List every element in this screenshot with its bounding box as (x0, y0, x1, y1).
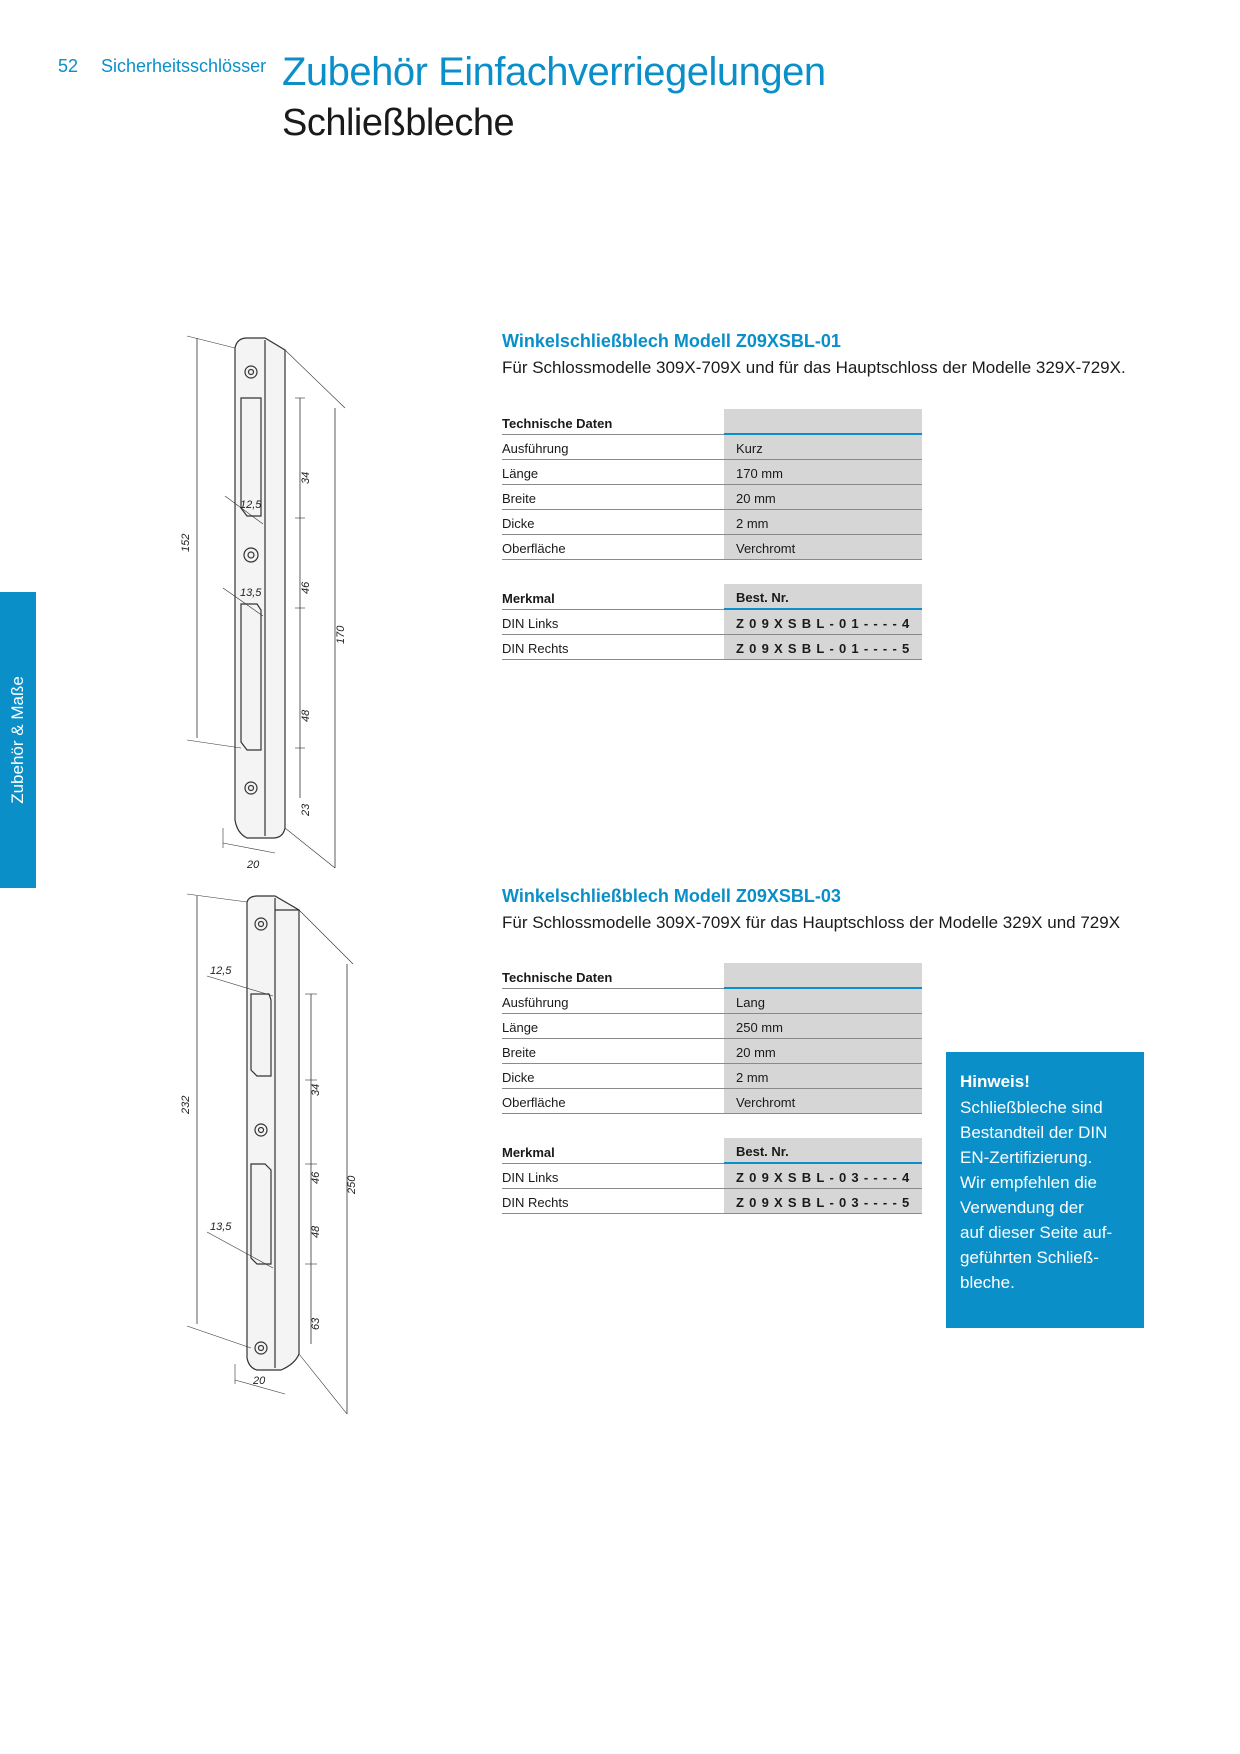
dim-h: 170 (335, 625, 347, 644)
page-number: 52 (58, 56, 79, 76)
product-title: Winkelschließblech Modell Z09XSBL-01 (502, 331, 841, 351)
page-title: Zubehör Einfachverriegelungen (282, 50, 826, 94)
dim-f: 48 (310, 1225, 322, 1238)
dim-f: 48 (300, 709, 312, 722)
section-name: Sicherheitsschlösser (101, 56, 267, 76)
side-tab[interactable]: Zubehör & Maße (0, 592, 36, 888)
table-header-label: Technische Daten (502, 963, 724, 989)
dim-a: 152 (180, 534, 192, 552)
strike-plate-short-svg: 152 12,5 13,5 34 46 48 23 170 20 (180, 335, 347, 871)
dim-w: 20 (246, 859, 260, 871)
strike-plate-drawing-short: 152 12,5 13,5 34 46 48 23 170 20 (180, 328, 365, 871)
dim-e: 46 (300, 581, 312, 594)
dim-b: 12,5 (210, 965, 232, 977)
table-header-row: Technische Daten (502, 409, 922, 435)
order-number: Z09XSBL-03----5 (724, 1188, 922, 1214)
strike-plate-drawing-long: 232 12,5 13,5 34 46 48 63 250 20 (180, 884, 365, 1424)
dim-c: 13,5 (240, 587, 262, 599)
strike-plate-long-svg: 232 12,5 13,5 34 46 48 63 250 20 (180, 893, 358, 1415)
dim-g: 23 (300, 803, 312, 817)
note-body: Schließbleche sind Bestandteil der DIN E… (960, 1098, 1113, 1292)
product-section-1: Winkelschließblech Modell Z09XSBL-01 Für… (502, 331, 1126, 378)
product-description: Für Schlossmodelle 309X-709X für das Hau… (502, 913, 1121, 932)
dim-a: 232 (180, 1096, 192, 1115)
dim-g: 63 (310, 1317, 322, 1330)
product-description: Für Schlossmodelle 309X-709X und für das… (502, 358, 1126, 377)
order-number: Z09XSBL-03----4 (724, 1163, 922, 1189)
side-tab-label: Zubehör & Maße (8, 676, 27, 804)
dim-b: 12,5 (240, 499, 262, 511)
table-header-label: Technische Daten (502, 409, 724, 435)
note-box: Hinweis! Schließbleche sind Bestandteil … (946, 1052, 1144, 1328)
dim-c: 13,5 (210, 1221, 232, 1233)
product-section-2: Winkelschließblech Modell Z09XSBL-03 Für… (502, 886, 1121, 933)
product-title: Winkelschließblech Modell Z09XSBL-03 (502, 886, 841, 906)
dim-h: 250 (346, 1175, 358, 1195)
table-header-row: Technische Daten (502, 963, 922, 989)
table-header-row: Merkmal Best. Nr. (502, 584, 922, 610)
dim-w: 20 (252, 1375, 266, 1387)
order-number: Z09XSBL-01----4 (724, 609, 922, 635)
dim-d: 34 (310, 1084, 322, 1096)
page-subtitle: Schließbleche (282, 102, 515, 144)
table-header-row: Merkmal Best. Nr. (502, 1138, 922, 1164)
note-title: Hinweis! (960, 1072, 1030, 1091)
order-number: Z09XSBL-01----5 (724, 634, 922, 660)
dim-e: 46 (310, 1171, 322, 1184)
dim-d: 34 (300, 472, 312, 484)
